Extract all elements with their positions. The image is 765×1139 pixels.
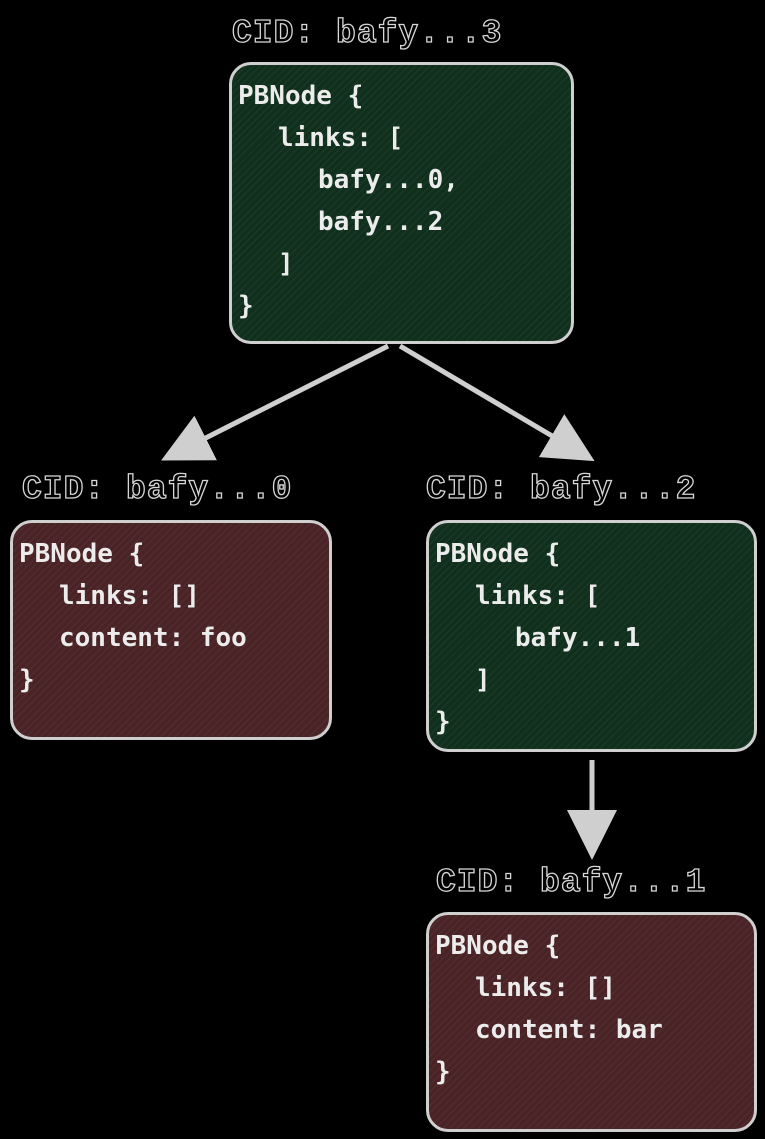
- node-header: PBNode {: [238, 81, 364, 111]
- cid-label-file-bar: CID: bafy...1: [435, 864, 707, 901]
- cid-label-root: CID: bafy...3: [231, 15, 503, 52]
- node-footer: }: [238, 291, 254, 321]
- node-root-directory: PBNode { links: [ bafy...0, bafy...2 ] }: [229, 62, 574, 344]
- node-footer: }: [435, 1057, 451, 1087]
- edge-root-to-file-foo: [161, 343, 390, 461]
- node-header: PBNode {: [435, 539, 561, 569]
- content-line: content: foo: [59, 623, 247, 653]
- node-header: PBNode {: [435, 931, 561, 961]
- links-empty: links: []: [475, 973, 616, 1003]
- content-line: content: bar: [475, 1015, 663, 1045]
- cid-label-dir-mid: CID: bafy...2: [425, 471, 697, 508]
- links-empty: links: []: [59, 581, 200, 611]
- node-file-foo: PBNode { links: [] content: foo }: [10, 520, 332, 740]
- links-open: links: [: [278, 123, 404, 153]
- link-item: bafy...0,: [318, 165, 459, 195]
- node-footer: }: [19, 665, 35, 695]
- node-header: PBNode {: [19, 539, 145, 569]
- edge-root-to-dir-mid: [398, 343, 595, 462]
- node-directory-mid: PBNode { links: [ bafy...1 ] }: [426, 520, 757, 752]
- node-file-bar: PBNode { links: [] content: bar }: [426, 912, 757, 1132]
- links-open: links: [: [475, 581, 601, 611]
- link-item: bafy...1: [515, 623, 641, 653]
- links-close: ]: [278, 249, 294, 279]
- link-item: bafy...2: [318, 207, 444, 237]
- node-footer: }: [435, 707, 451, 737]
- cid-label-file-foo: CID: bafy...0: [21, 471, 293, 508]
- links-close: ]: [475, 665, 491, 695]
